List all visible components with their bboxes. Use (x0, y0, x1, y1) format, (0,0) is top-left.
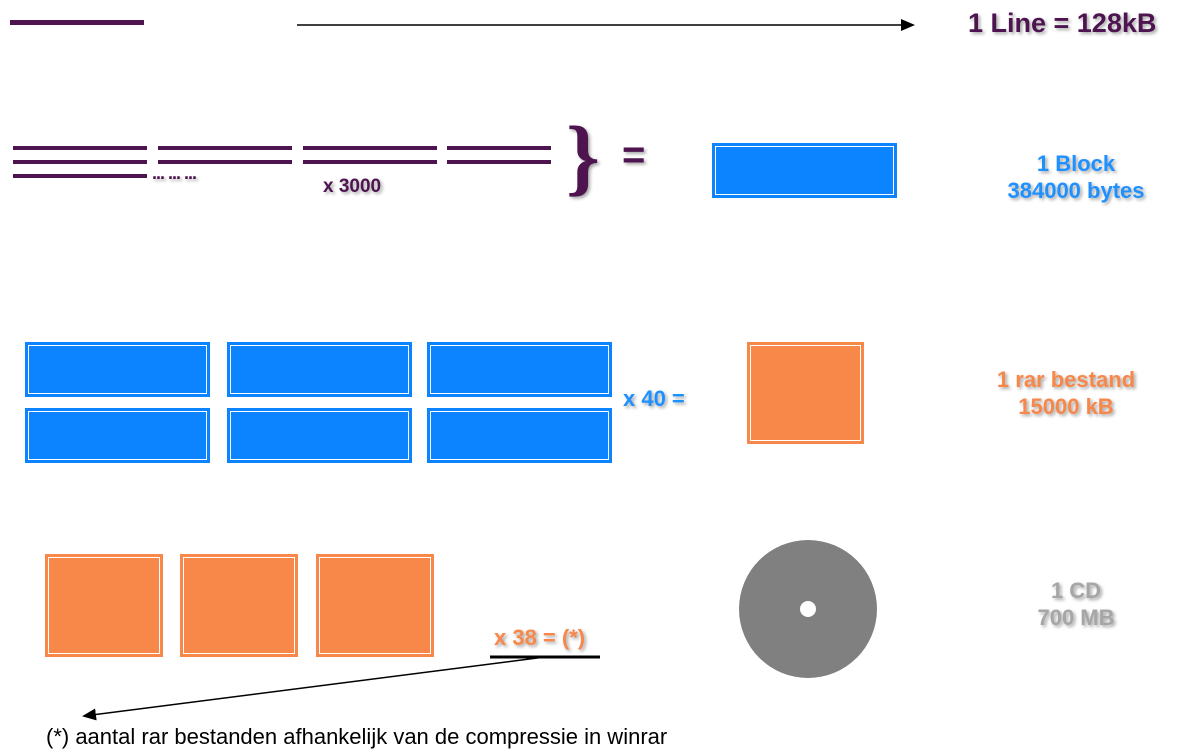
line-4a (447, 146, 551, 150)
cd-caption: 1 CD 700 MB (976, 577, 1176, 631)
block-caption: 1 Block 384000 bytes (976, 150, 1176, 204)
block-multiplier: x 40 = (623, 386, 685, 411)
single-line (10, 20, 144, 25)
rar-box (747, 342, 864, 444)
rar-multiplier: x 38 = (*) (494, 625, 586, 650)
block-caption-line1: 1 Block (1036, 151, 1116, 176)
block-item (427, 408, 612, 463)
block-item (227, 408, 412, 463)
line-3a (303, 146, 437, 150)
line-size-label: 1 Line = 128kB (968, 8, 1157, 38)
rar-item (180, 554, 298, 657)
block-item (25, 408, 210, 463)
rar-caption: 1 rar bestand 15000 kB (966, 366, 1166, 420)
block-box (712, 143, 897, 198)
line-2a (158, 146, 292, 150)
block-item (25, 342, 210, 397)
footnote-text: (*) aantal rar bestanden afhankelijk van… (46, 724, 668, 749)
cd-caption-line2: 700 MB (1037, 605, 1115, 630)
brace-symbol: } (566, 108, 600, 204)
line-2b (158, 160, 292, 164)
cd-caption-line1: 1 CD (1050, 578, 1102, 603)
block-item (227, 342, 412, 397)
rar-item (316, 554, 434, 657)
block-equals: = (622, 133, 646, 177)
block-item (427, 342, 612, 397)
line-1b (13, 160, 147, 164)
line-1a (13, 146, 147, 150)
block-caption-line2: 384000 bytes (1007, 178, 1145, 203)
line-4b (447, 160, 551, 164)
rar-caption-line2: 15000 kB (1018, 394, 1114, 419)
line-1c (13, 174, 147, 178)
rar-caption-line1: 1 rar bestand (996, 367, 1136, 392)
line-3b (303, 160, 437, 164)
footnote-arrow (82, 656, 546, 721)
ellipsis-dots: ... ... ... (152, 163, 197, 183)
line-multiplier: x 3000 (323, 176, 382, 197)
rar-item (45, 554, 163, 657)
